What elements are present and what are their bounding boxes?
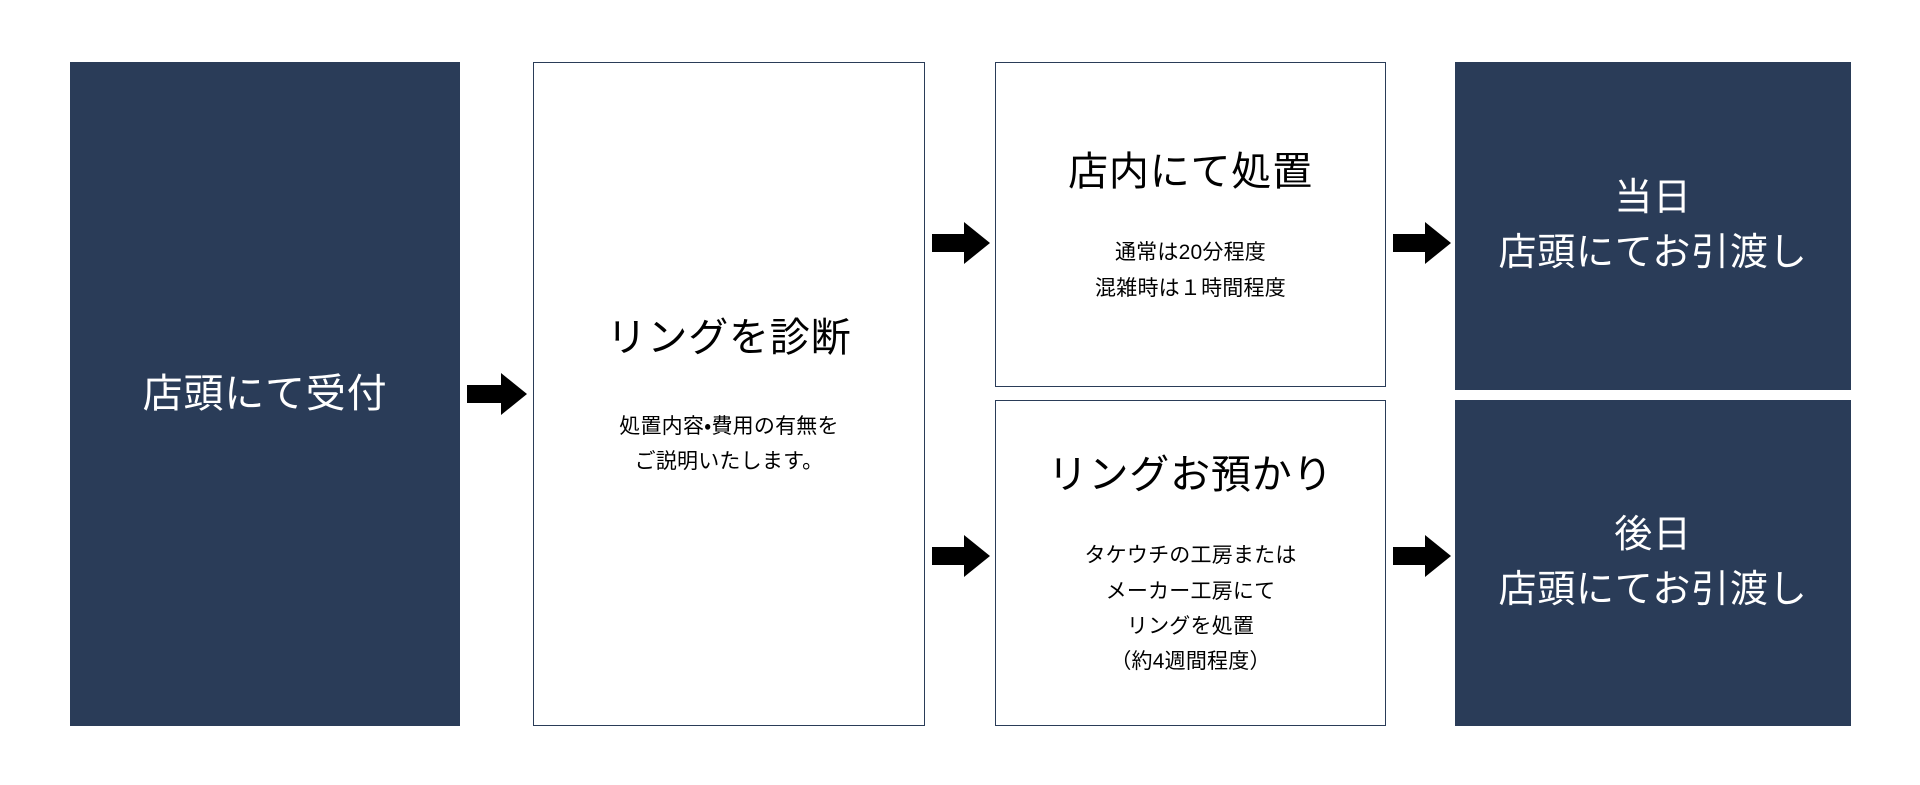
flow-node-diagnosis: リングを診断 処置内容・費用の有無を ご説明いたします。	[533, 62, 925, 726]
arrow-right-icon-diagnosis-to-in-store	[932, 222, 990, 264]
flow-node-same-day-handover: 当日 店頭にてお引渡し	[1455, 62, 1851, 390]
flow-node-ring-custody-subtext-line-2: メーカー工房にて	[1105, 579, 1276, 603]
arrow-right-icon-reception-to-diagnosis	[467, 373, 527, 415]
flow-node-ring-custody-title: リングお預かり	[1047, 453, 1334, 498]
flow-node-diagnosis-title: リングを診断	[606, 315, 852, 360]
flow-node-ring-custody-subtext-line-1: タケウチの工房または	[1084, 544, 1297, 568]
flow-node-in-store-treatment-subtext-line-2: 混雑時は１時間程度	[1095, 276, 1286, 300]
flow-node-in-store-treatment-subtext: 通常は20分程度 混雑時は１時間程度	[1095, 235, 1286, 306]
flow-node-diagnosis-subtext-line-1: 処置内容・費用の有無を	[619, 414, 839, 438]
flow-node-in-store-treatment-title: 店内にて処置	[1068, 150, 1313, 195]
flow-node-same-day-handover-title-line-1: 当日	[1614, 176, 1692, 219]
flow-node-reception-title: 店頭にて受付	[142, 372, 388, 416]
flow-node-in-store-treatment-subtext-line-1: 通常は20分程度	[1114, 241, 1267, 265]
flow-node-diagnosis-subtext-line-2: ご説明いたします。	[634, 450, 824, 473]
flow-node-reception: 店頭にて受付	[70, 62, 460, 726]
flow-node-later-day-handover-title-line-2: 店頭にてお引渡し	[1498, 569, 1808, 611]
flow-node-ring-custody: リングお預かり タケウチの工房または メーカー工房にて リングを処置 （約4週間…	[995, 400, 1386, 726]
flow-node-later-day-handover: 後日 店頭にてお引渡し	[1455, 400, 1851, 726]
flow-node-ring-custody-subtext-line-3: リングを処置	[1126, 615, 1255, 638]
arrow-right-icon-diagnosis-to-custody	[932, 535, 990, 577]
arrow-right-icon-in-store-to-same-day	[1393, 222, 1451, 264]
flow-node-later-day-handover-title-line-1: 後日	[1614, 513, 1692, 556]
flow-node-ring-custody-subtext: タケウチの工房または メーカー工房にて リングを処置 （約4週間程度）	[1084, 538, 1296, 679]
flow-node-in-store-treatment: 店内にて処置 通常は20分程度 混雑時は１時間程度	[995, 62, 1386, 387]
arrow-right-icon-custody-to-later-day	[1393, 535, 1451, 577]
flow-node-ring-custody-subtext-line-4: （約4週間程度）	[1110, 650, 1271, 674]
flow-node-diagnosis-subtext: 処置内容・費用の有無を ご説明いたします。	[619, 409, 838, 480]
flow-node-same-day-handover-title-line-2: 店頭にてお引渡し	[1498, 232, 1808, 274]
